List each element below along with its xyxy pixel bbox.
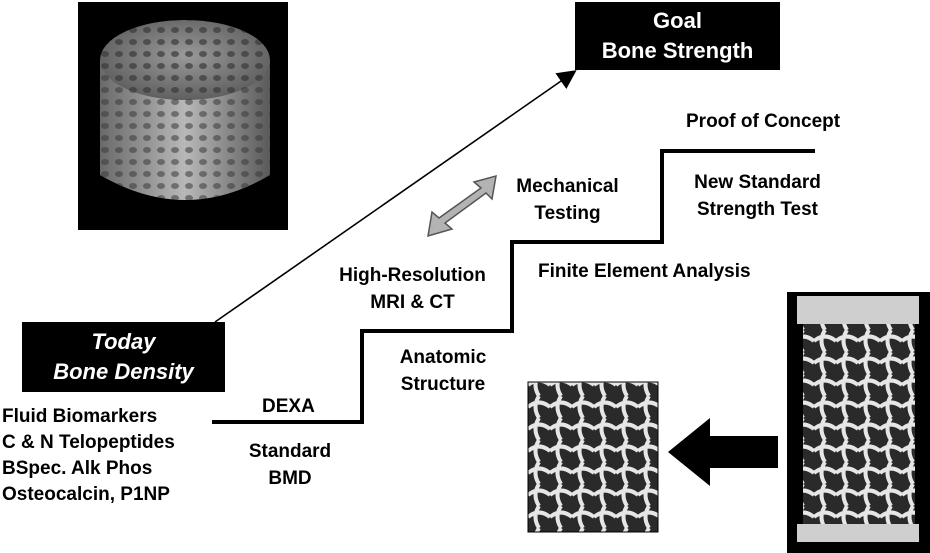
today-line1: Today (91, 329, 156, 354)
label-anatomic-line2: Structure (400, 374, 486, 395)
biomarker-item: Fluid Biomarkers (2, 406, 158, 427)
label-hires-line2: MRI & CT (370, 292, 455, 313)
label-mechanical-line1: Mechanical (516, 176, 619, 197)
label-standard-bmd: Standard BMD (240, 438, 340, 492)
label-new-standard-line2: Strength Test (696, 199, 819, 220)
bone-cylinder-image (78, 2, 288, 230)
label-standard-bmd-line1: Standard (248, 441, 332, 462)
label-mechanical-testing: Mechanical Testing (500, 173, 635, 227)
left-arrow (668, 418, 778, 486)
biomarker-item: Osteocalcin, P1NP (2, 484, 170, 505)
goal-line2: Bone Strength (601, 38, 754, 63)
label-new-standard: New Standard Strength Test (680, 169, 835, 223)
label-standard-bmd-line2: BMD (268, 468, 312, 489)
double-arrow (427, 174, 497, 238)
progress-arrow (214, 70, 577, 323)
label-high-resolution: High-Resolution MRI & CT (325, 262, 500, 316)
label-proof-of-concept: Proof of Concept (686, 111, 841, 132)
label-anatomic-line1: Anatomic (399, 347, 487, 368)
staircase-line (212, 149, 815, 424)
today-box: Today Bone Density (22, 322, 225, 392)
bone-specimen-image (787, 292, 930, 553)
label-dexa: DEXA (262, 396, 315, 417)
today-line2: Bone Density (53, 359, 194, 384)
trabecular-closeup-image (527, 381, 659, 533)
label-finite-element: Finite Element Analysis (538, 261, 751, 282)
label-new-standard-line1: New Standard (694, 172, 821, 193)
biomarker-item: BSpec. Alk Phos (2, 458, 153, 479)
label-hires-line1: High-Resolution (339, 265, 486, 286)
goal-line1: Goal (653, 8, 702, 33)
goal-box: Goal Bone Strength (575, 2, 780, 70)
label-mechanical-line2: Testing (534, 203, 601, 224)
biomarkers-list: Fluid Biomarkers C & N Telopeptides BSpe… (2, 404, 175, 508)
biomarker-item: C & N Telopeptides (2, 432, 175, 453)
label-anatomic-structure: Anatomic Structure (388, 344, 498, 398)
